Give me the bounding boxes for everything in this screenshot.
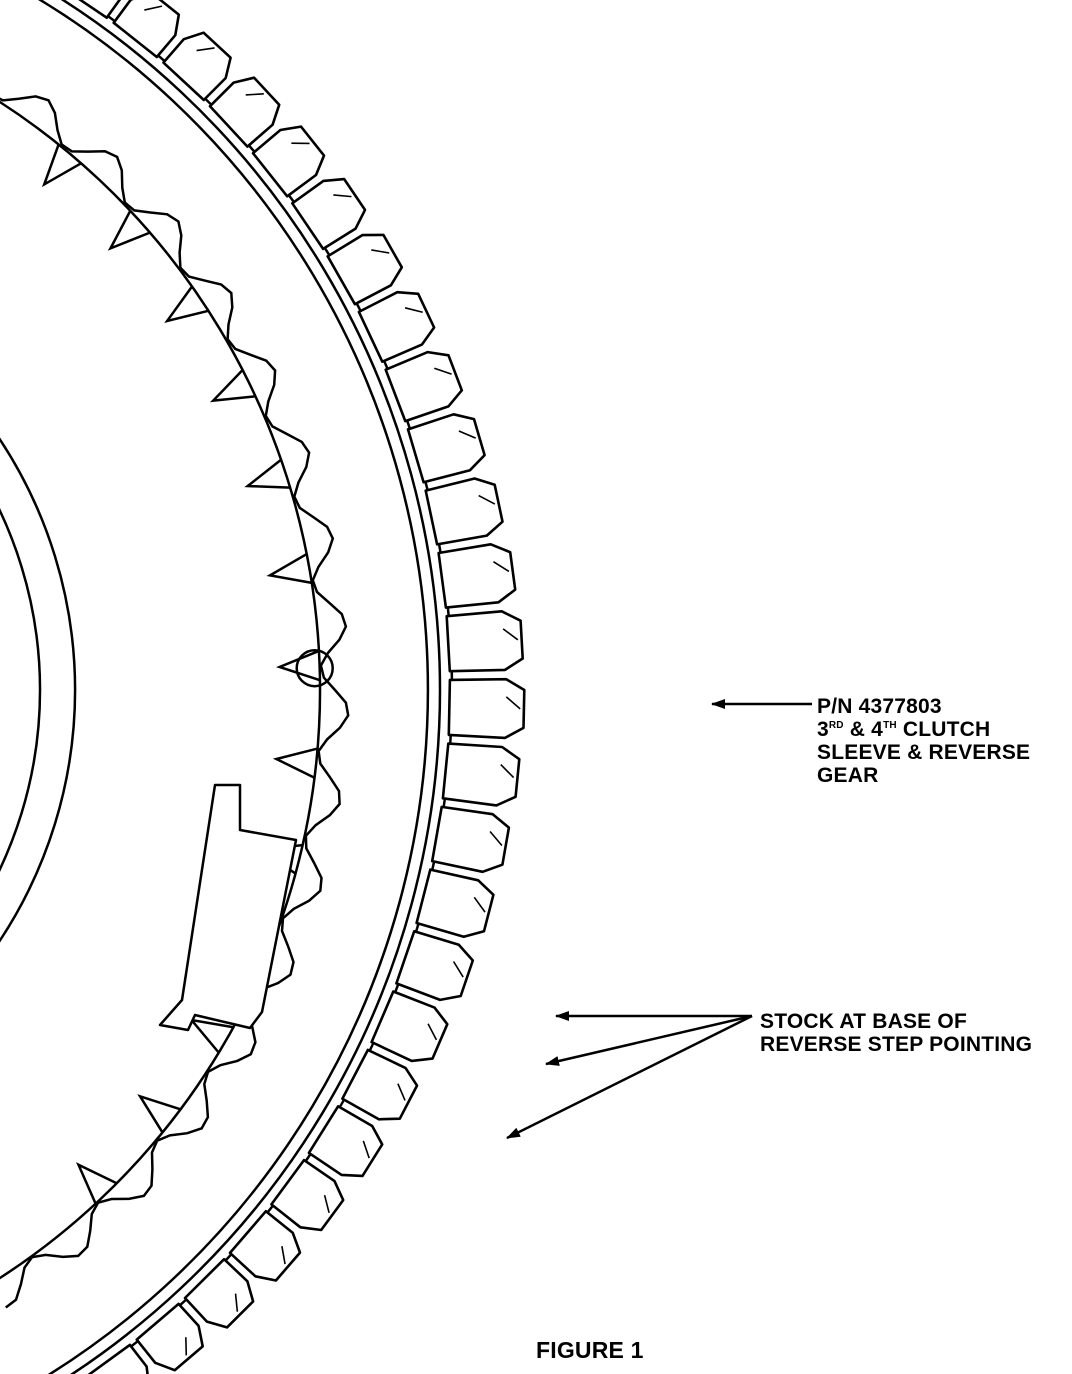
concentric-rings xyxy=(0,0,454,1374)
hub-notch xyxy=(75,1162,118,1205)
gear-tooth xyxy=(415,868,495,939)
hub-notch xyxy=(275,649,321,682)
gear-tooth xyxy=(112,0,181,59)
gear-tooth xyxy=(270,1158,345,1232)
tooth-facet-line xyxy=(397,1083,406,1101)
tooth-facet-line xyxy=(404,307,423,314)
tooth-facet-line xyxy=(500,764,515,779)
gear-tooth xyxy=(430,805,511,874)
gear-tooth xyxy=(78,0,122,20)
tooth-facet-line xyxy=(489,831,503,847)
leader-lines xyxy=(506,699,812,1140)
stock-leader-arrow xyxy=(545,1014,753,1066)
tooth-facet-line xyxy=(434,367,452,375)
tooth-facet-line xyxy=(144,5,163,11)
gear-tooth xyxy=(395,929,475,1002)
gear-tooth xyxy=(183,1257,255,1329)
hub-edge xyxy=(0,95,350,1309)
stock-note-label: STOCK AT BASE OF REVERSE STEP POINTING xyxy=(760,1010,1032,1056)
gear-tooth xyxy=(251,125,326,198)
gear-tooth xyxy=(370,990,449,1063)
tooth-facet-line xyxy=(234,1293,239,1312)
tooth-facet-line xyxy=(427,1023,438,1041)
gear-tooth xyxy=(87,1343,149,1374)
stock-note-line-2: REVERSE STEP POINTING xyxy=(760,1033,1033,1056)
gear-teeth xyxy=(78,0,526,1374)
clip-body xyxy=(158,783,298,1032)
tooth-facet-line xyxy=(371,249,390,254)
ring-arc xyxy=(82,0,454,1374)
tooth-facet-line xyxy=(245,93,264,96)
gear-tooth xyxy=(384,350,464,423)
hub-bolt xyxy=(295,648,334,688)
hub-notch xyxy=(244,458,291,489)
tooth-facet-line xyxy=(478,494,496,505)
gear-tooth xyxy=(406,412,486,484)
tooth-facet-line xyxy=(452,961,464,978)
ring-arc xyxy=(0,508,42,872)
hub-notch xyxy=(107,210,151,251)
ring-arc xyxy=(37,0,430,1374)
gear-tooth xyxy=(437,542,517,609)
gear-tooth xyxy=(307,1105,384,1178)
gear-tooth xyxy=(441,742,521,807)
hub-notch xyxy=(164,285,209,323)
stock-note-line-1: STOCK AT BASE OF xyxy=(760,1010,967,1033)
hub-notch xyxy=(137,1094,181,1134)
gear-tooth xyxy=(424,477,504,546)
gear-tooth xyxy=(341,1048,419,1121)
gear-tooth xyxy=(447,677,526,740)
hub-notch xyxy=(209,369,256,403)
ring-arc xyxy=(0,437,77,943)
tooth-facet-line xyxy=(196,47,215,52)
tooth-facet-line xyxy=(333,194,352,198)
tooth-facet-line xyxy=(473,896,486,913)
tooth-facet-line xyxy=(323,1194,330,1213)
part-description-line-3: SLEEVE & REVERSE xyxy=(817,741,1031,764)
gear-tooth xyxy=(135,1302,204,1372)
gear-tooth xyxy=(445,609,525,673)
hub-notch xyxy=(41,144,82,188)
ring-arc xyxy=(60,0,442,1374)
tooth-facet-line xyxy=(458,430,477,439)
retainer-clip xyxy=(158,783,298,1032)
part-description-line-2: 3RD & 4TH CLUTCH xyxy=(817,718,991,741)
tooth-facet-line xyxy=(505,696,521,710)
gear-tooth xyxy=(162,31,232,102)
inner-hub xyxy=(0,95,350,1309)
gear-tooth xyxy=(208,76,281,148)
tooth-facet-line xyxy=(362,1140,370,1159)
figure-caption: FIGURE 1 xyxy=(536,1337,644,1363)
tooth-facet-line xyxy=(502,628,519,641)
ring-arc xyxy=(0,100,322,1280)
hub-notch xyxy=(266,552,312,585)
tooth-facet-line xyxy=(281,1246,286,1265)
part-number-label: P/N 4377803 3RD & 4TH CLUTCH SLEEVE & RE… xyxy=(817,695,1030,787)
tooth-facet-line xyxy=(493,560,510,573)
part-number: P/N 4377803 xyxy=(817,695,942,718)
gear-tooth xyxy=(228,1209,302,1282)
part-description-line-4: GEAR xyxy=(817,764,879,787)
hub-notch xyxy=(272,747,318,779)
stock-leader-arrow xyxy=(506,1014,753,1140)
gear-tooth xyxy=(357,290,436,364)
